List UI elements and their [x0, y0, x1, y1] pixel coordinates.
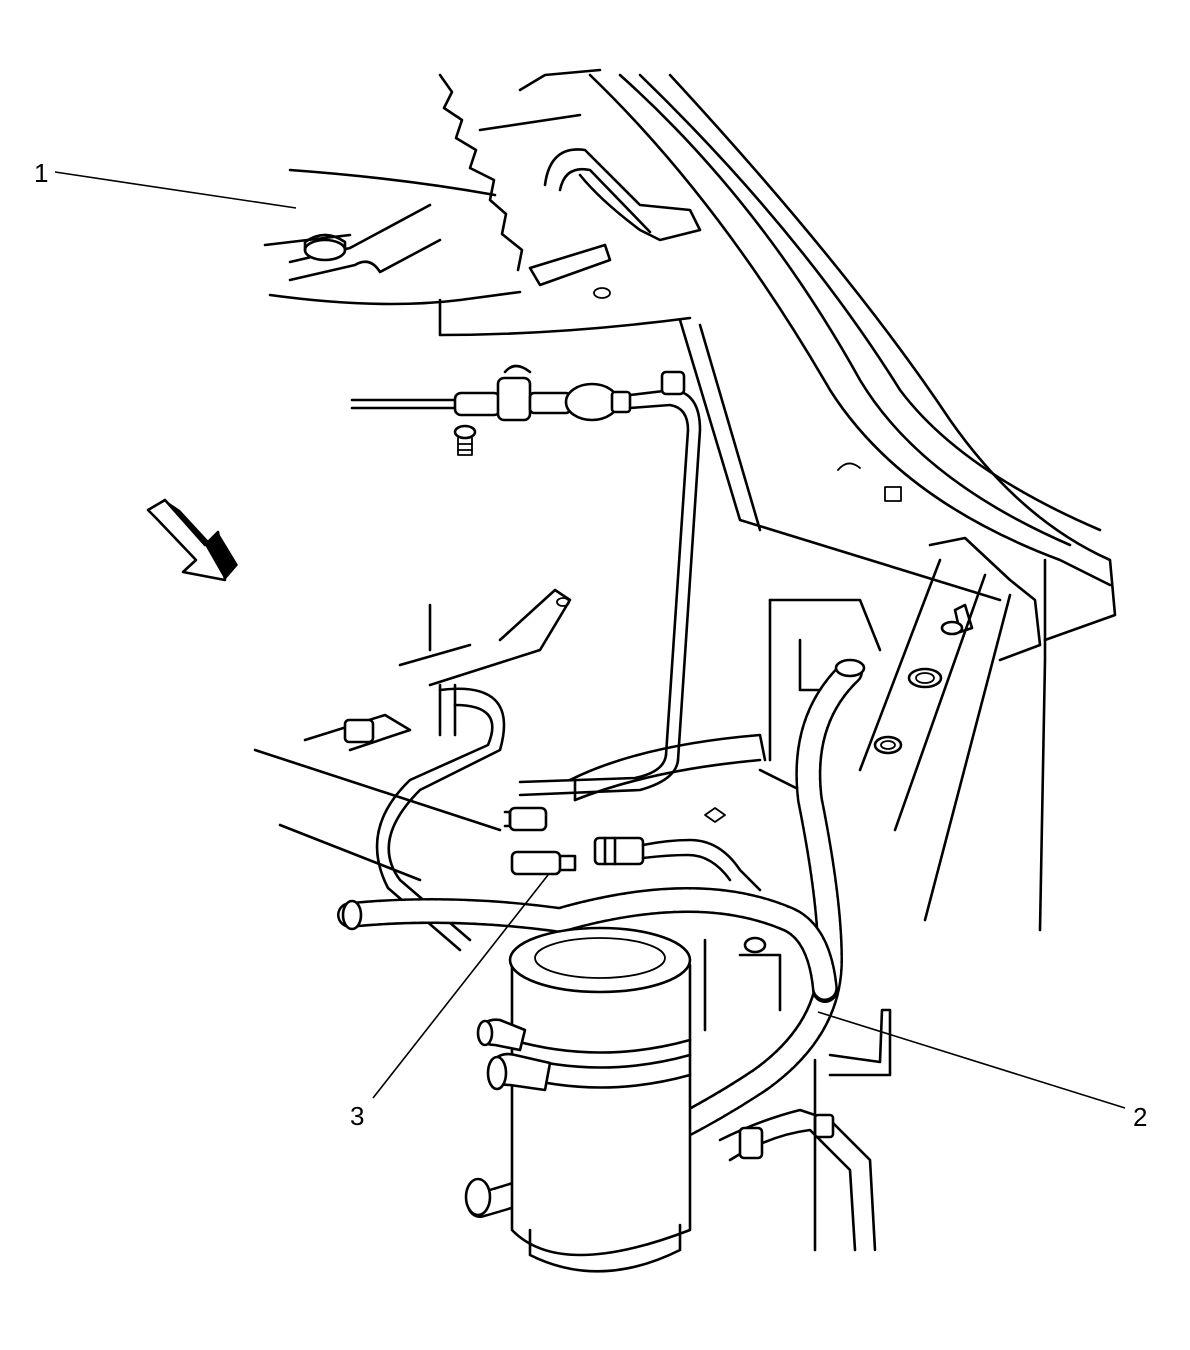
upper-panel [263, 68, 702, 337]
refrigerant-line [350, 364, 702, 797]
accumulator [476, 926, 782, 1273]
callout-1: 1 [34, 158, 297, 209]
callout-label-2: 2 [1133, 1102, 1147, 1132]
callout-label-3: 3 [350, 1101, 364, 1131]
mounting-bracket [858, 536, 1042, 922]
inner-well [568, 598, 882, 823]
fender-rail [588, 73, 1117, 932]
callout-3: 3 [350, 874, 549, 1131]
lower-right-lines [718, 1008, 892, 1252]
direction-arrow-icon [146, 498, 238, 582]
lower-left-bracket [253, 588, 572, 952]
callout-2: 2 [817, 1011, 1147, 1132]
callout-label-1: 1 [34, 158, 48, 188]
pressure-switch [503, 806, 762, 892]
